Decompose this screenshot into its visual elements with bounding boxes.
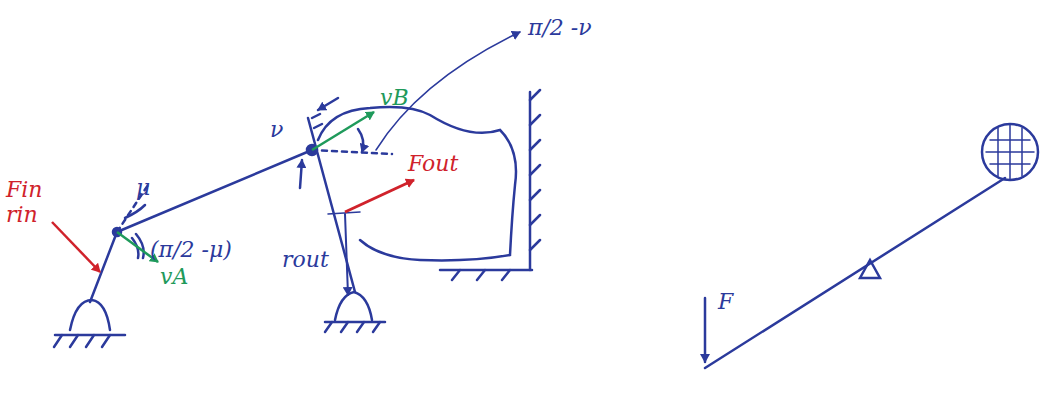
angle-label: (π/2 -μ) (150, 238, 232, 262)
angle-label: ν (270, 118, 283, 142)
force-label: Fout (408, 152, 458, 176)
angle-label: μ (136, 176, 150, 200)
angle-label: π/2 -ν (528, 16, 592, 40)
radius-label: rin (6, 203, 38, 227)
velocity-label: vB (380, 86, 409, 110)
force-label: Fin (6, 178, 42, 202)
velocity-label: vA (160, 265, 188, 289)
force-label: F (718, 290, 733, 314)
radius-label: rout (282, 248, 329, 272)
